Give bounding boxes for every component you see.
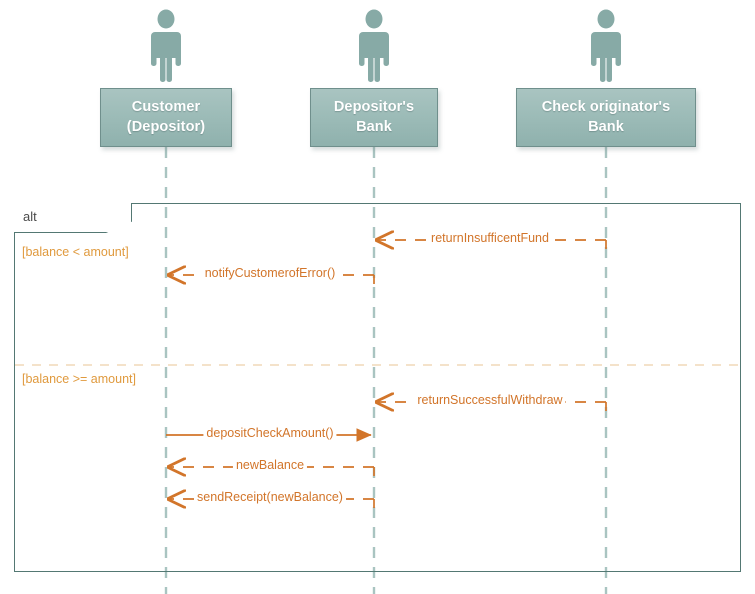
message-label-returnInsufficentFund: returnInsufficentFund [428, 231, 552, 245]
guard-condition-balance-less-than-amount: [balance < amount] [22, 245, 129, 259]
actor-depositors-bank [350, 8, 398, 82]
participant-check-originators-bank-label: Check originator's Bank [541, 99, 671, 135]
message-label-notifyCustomerofError: notifyCustomerofError() [201, 266, 339, 280]
alt-fragment-tab [14, 203, 132, 233]
message-label-sendReceipt: sendReceipt(newBalance) [194, 490, 346, 504]
participant-customer-label: Customer (Depositor) [126, 99, 206, 135]
participant-customer[interactable]: Customer (Depositor) [100, 88, 232, 147]
message-label-newBalance: newBalance [232, 458, 308, 472]
lifelines-group [164, 147, 608, 594]
message-label-depositCheckAmount: depositCheckAmount() [203, 426, 337, 440]
actor-check-originators-bank [582, 8, 630, 82]
participant-check-originators-bank[interactable]: Check originator's Bank [516, 88, 696, 147]
alt-fragment-frame [14, 203, 741, 572]
actor-customer [142, 8, 190, 82]
participant-depositors-bank-label: Depositor's Bank [333, 99, 415, 135]
alt-fragment-operator-label: alt [23, 209, 37, 224]
guard-condition-balance-gte-amount: [balance >= amount] [22, 372, 136, 386]
participant-depositors-bank[interactable]: Depositor's Bank [310, 88, 438, 147]
message-label-returnSuccessfulWithdraw: returnSuccessfulWithdraw [414, 393, 566, 407]
